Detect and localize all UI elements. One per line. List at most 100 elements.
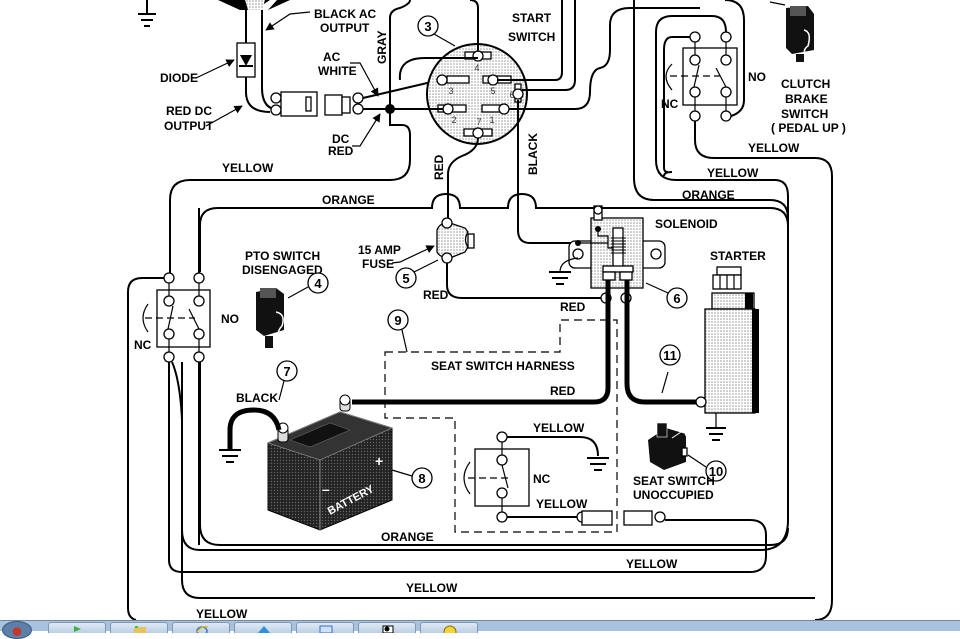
start-switch-pin-1: 1 [489, 115, 494, 125]
clutch-brake-switch-schematic [665, 31, 738, 122]
label-dc-red-1: DC [332, 132, 350, 146]
label-nc-seat: NC [533, 472, 551, 486]
label-starter: STARTER [710, 249, 766, 263]
label-red-fuse-to-switch: RED [432, 154, 446, 180]
start-switch: 4 3 5 6 2 7 1 [426, 43, 528, 145]
start-switch-pin-3: 3 [448, 86, 453, 96]
taskbar-button-app-window[interactable] [296, 622, 354, 633]
seat-switch-icon [648, 422, 688, 470]
label-yellow-seat-bottom: YELLOW [536, 497, 588, 511]
label-black-ac-output-2: OUTPUT [320, 21, 370, 35]
label-red-battery: RED [550, 384, 576, 398]
taskbar-button-media-player[interactable] [48, 622, 106, 633]
label-pto-switch-1: PTO SWITCH [245, 249, 320, 263]
label-red-solenoid: RED [560, 300, 586, 314]
callout-5 [395, 267, 417, 289]
ground-symbol-seat [587, 457, 609, 471]
label-nc-pto: NC [134, 338, 152, 352]
label-clutch-brake-4: ( PEDAL UP ) [771, 121, 846, 135]
callout-9-number: 9 [394, 313, 401, 328]
label-solenoid: SOLENOID [655, 217, 718, 231]
pto-switch-schematic [142, 272, 211, 363]
label-fuse-1: 15 AMP [358, 243, 401, 257]
pto-switch-icon [256, 288, 284, 348]
callout-9 [387, 309, 409, 331]
label-seat-switch-1: SEAT SWITCH [633, 474, 715, 488]
label-yellow-seat-top: YELLOW [533, 421, 585, 435]
starter-motor [695, 266, 759, 441]
label-start-switch-1: START [512, 11, 552, 25]
callout-5-number: 5 [402, 271, 409, 286]
label-gray: GRAY [375, 30, 389, 64]
seat-switch-connector [576, 510, 666, 526]
callout-10-number: 10 [709, 464, 723, 479]
folder-icon [134, 626, 146, 633]
battery-minus-sign: – [322, 481, 330, 497]
label-yellow-clutch-1: YELLOW [748, 141, 800, 155]
label-clutch-brake-2: BRAKE [785, 92, 828, 106]
battery-icon: BATTERY + – [266, 394, 394, 531]
ground-symbol-battery [219, 449, 241, 463]
callout-3-number: 3 [424, 19, 431, 34]
taskbar-button-internet-explorer[interactable] [172, 622, 230, 633]
callout-7-number: 7 [283, 364, 290, 379]
label-no-clutch: NO [748, 70, 766, 84]
camera-icon [382, 625, 394, 633]
label-start-switch-2: SWITCH [508, 30, 555, 44]
callout-8 [411, 467, 433, 489]
label-ac-white-1: AC [323, 50, 341, 64]
alternator-connector [270, 91, 364, 117]
label-orange-bottom: ORANGE [381, 530, 434, 544]
callout-8-number: 8 [418, 471, 425, 486]
label-clutch-brake-1: CLUTCH [781, 77, 830, 91]
start-switch-pin-6: 6 [509, 90, 514, 100]
taskbar-button-app-blue[interactable] [234, 622, 292, 633]
label-dc-red-2: RED [328, 144, 354, 158]
wiring-diagram: BLACK AC OUTPUT DIODE RED DC OUTPUT AC W… [127, 0, 846, 620]
label-fuse-2: FUSE [362, 257, 394, 271]
callout-11-number: 11 [663, 348, 677, 363]
start-button[interactable] [2, 621, 32, 639]
label-seat-switch-2: UNOCCUPIED [633, 488, 714, 502]
taskbar [0, 620, 960, 639]
solenoid [568, 205, 666, 289]
battery-plus-sign: + [375, 453, 383, 469]
label-nc-clutch: NC [661, 97, 679, 111]
label-diode: DIODE [160, 71, 198, 85]
label-no-pto: NO [221, 312, 239, 326]
callout-6-number: 6 [673, 291, 680, 306]
start-switch-pin-4: 4 [474, 63, 479, 73]
seat-switch-harness-outline [384, 319, 618, 533]
label-ac-white-2: WHITE [318, 64, 357, 78]
fuse-15-amp [436, 217, 475, 264]
callout-3 [417, 15, 439, 37]
label-yellow-clutch-2: YELLOW [707, 166, 759, 180]
start-switch-pin-2: 2 [451, 115, 456, 125]
ground-symbol-solenoid [549, 257, 579, 285]
label-pto-switch-2: DISENGAGED [242, 263, 323, 277]
label-red-fuse-out: RED [423, 288, 449, 302]
label-seat-switch-harness: SEAT SWITCH HARNESS [431, 359, 575, 373]
label-yellow-bottom-mid: YELLOW [406, 581, 458, 595]
label-orange-top: ORANGE [322, 193, 375, 207]
globe-icon [196, 625, 209, 633]
label-red-dc-output-2: OUTPUT [164, 119, 214, 133]
callout-7 [276, 360, 298, 382]
ground-symbol-top-left [138, 0, 156, 27]
label-clutch-brake-3: SWITCH [781, 107, 828, 121]
label-black-switch-to-solenoid: BLACK [526, 133, 540, 175]
triangle-icon [258, 626, 270, 633]
clutch-brake-switch-icon [786, 6, 814, 62]
label-yellow-top-left: YELLOW [222, 161, 274, 175]
start-switch-pin-7: 7 [476, 117, 481, 127]
taskbar-button-app-camera[interactable] [358, 622, 416, 633]
smiley-icon [443, 625, 457, 633]
taskbar-button-app-smiley[interactable] [420, 622, 478, 633]
diode-icon [236, 42, 256, 78]
play-icon [74, 626, 81, 632]
taskbar-button-file-explorer[interactable] [110, 622, 168, 633]
label-yellow-bottom-right: YELLOW [626, 557, 678, 571]
seat-switch-schematic [463, 431, 530, 523]
label-black-ground: BLACK [236, 391, 278, 405]
window-icon [319, 625, 333, 633]
